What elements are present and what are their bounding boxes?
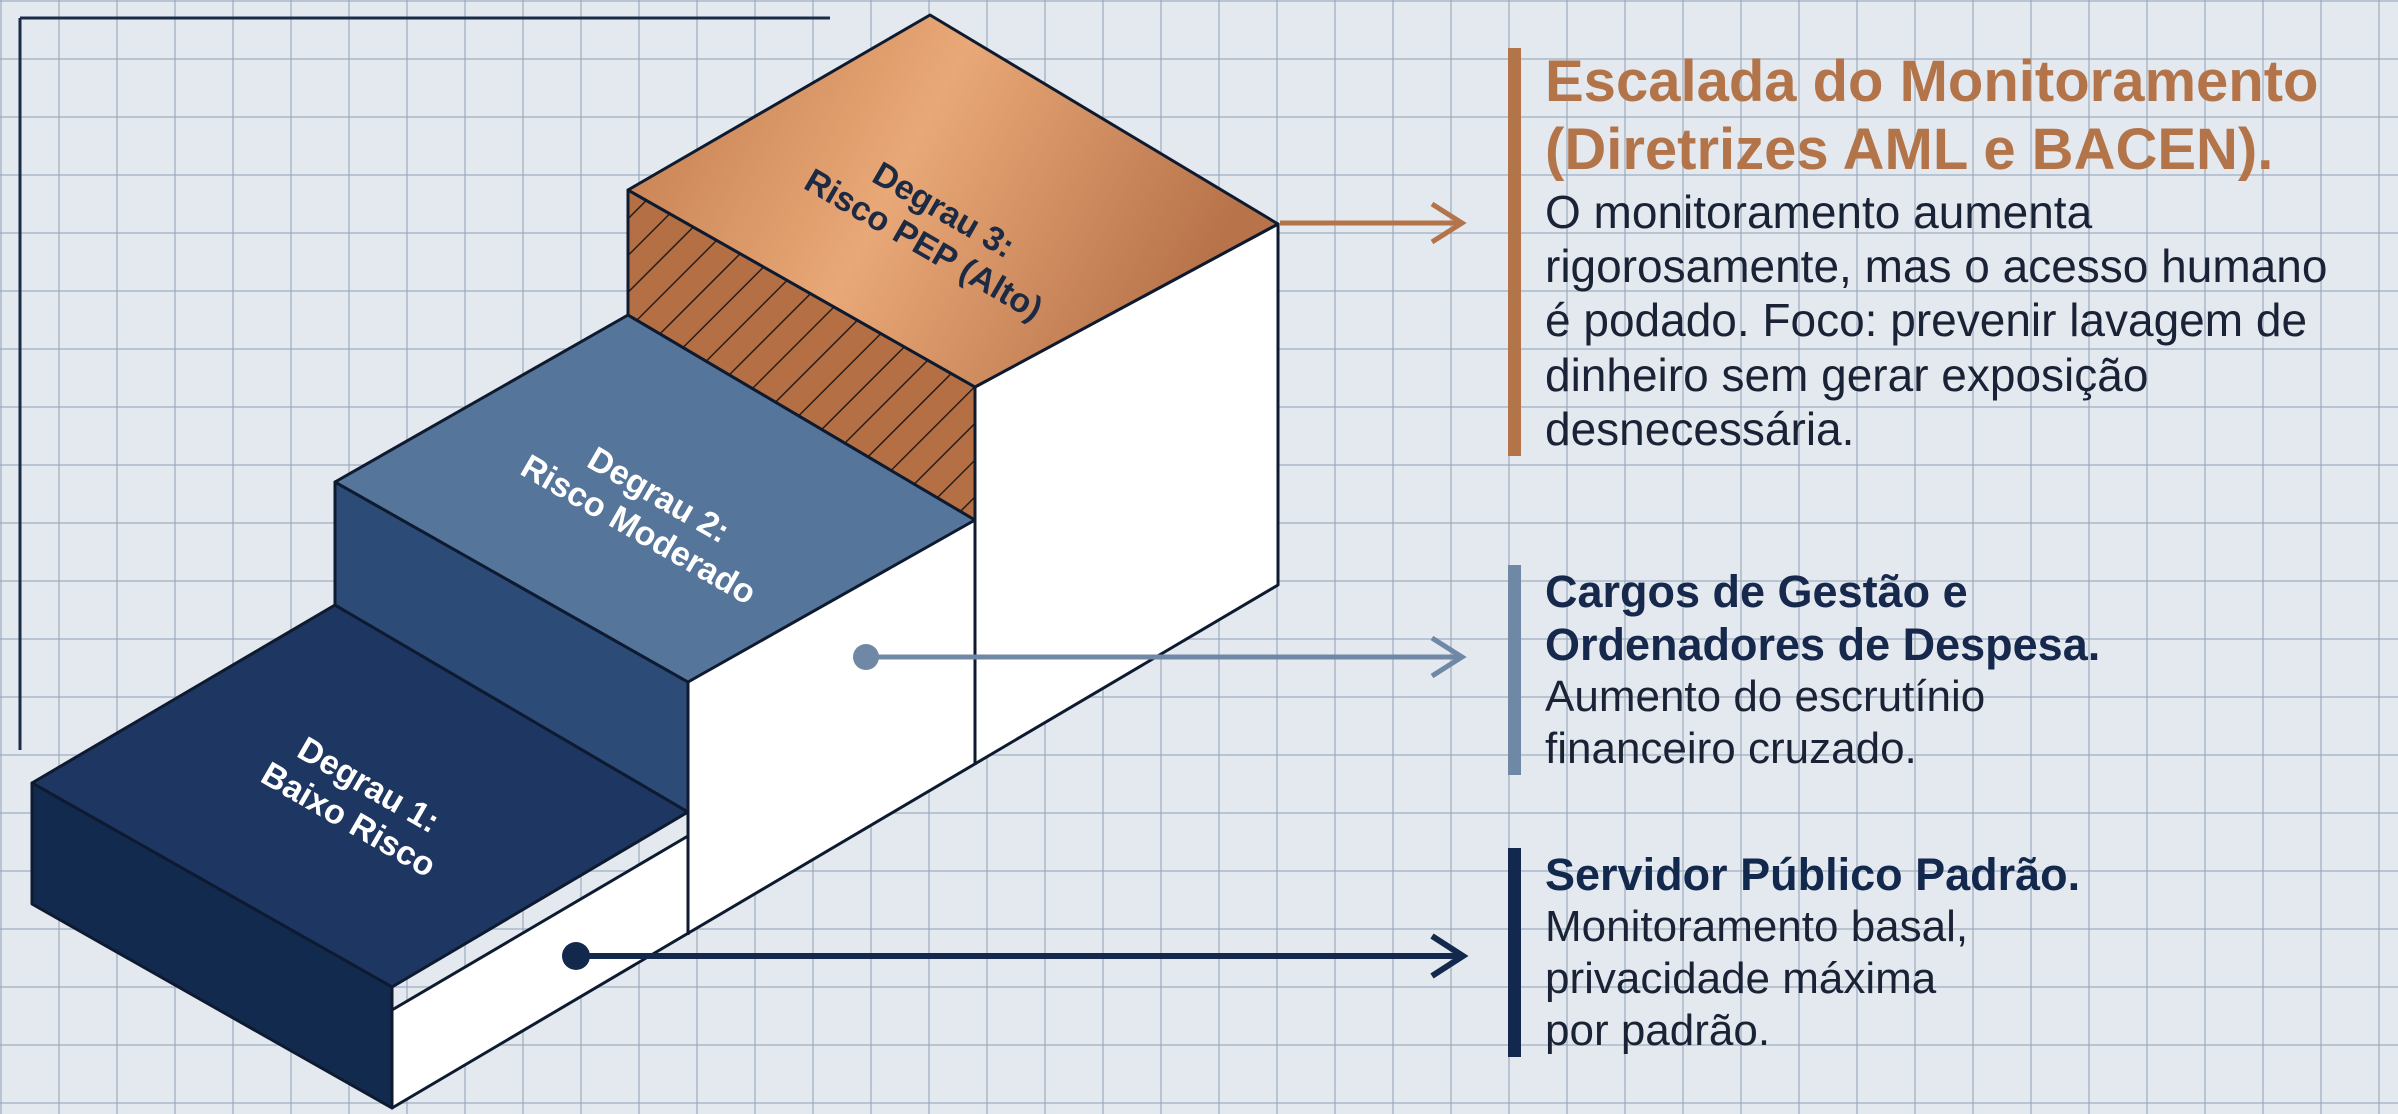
low-risk-description: Servidor Público Padrão. Monitoramento b… — [1508, 848, 2398, 1057]
low-risk-title: Servidor Público Padrão. — [1545, 849, 2081, 900]
high-risk-description: Escalada do Monitoramento (Diretrizes AM… — [1508, 48, 2398, 457]
moderate-risk-description: Cargos de Gestão e Ordenadores de Despes… — [1508, 565, 2398, 775]
moderate-risk-title: Cargos de Gestão e Ordenadores de Despes… — [1545, 566, 2101, 671]
arrow-moderate — [853, 635, 1467, 679]
low-risk-body: Monitoramento basal, privacidade máxima … — [1545, 902, 1969, 1055]
moderate-risk-body: Aumento do escrutínio financeiro cruzado… — [1545, 672, 1986, 774]
arrow-high — [1280, 201, 1467, 245]
high-risk-title: Escalada do Monitoramento (Diretrizes AM… — [1545, 49, 2319, 183]
step-1-front — [30, 781, 394, 1110]
arrow-low — [562, 933, 1469, 979]
high-risk-body: O monitoramento aumenta rigorosamente, m… — [1545, 185, 2328, 455]
step-3-top — [626, 13, 1280, 389]
staircase-diagram: Degrau 1: Baixo Risco Degrau 2: Risco Mo… — [18, 13, 1469, 1110]
